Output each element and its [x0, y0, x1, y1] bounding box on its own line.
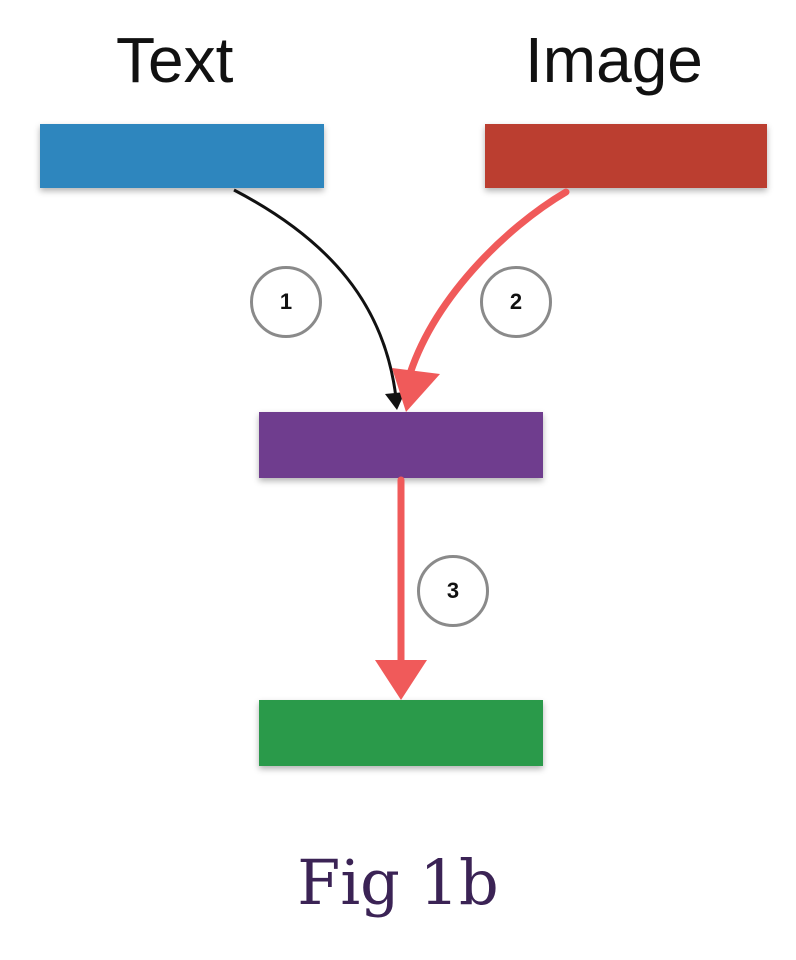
output-block [259, 700, 543, 766]
arrow-2-head [392, 368, 440, 412]
step-1-badge: 1 [250, 266, 322, 338]
figure-caption: Fig 1b [297, 846, 499, 919]
arrow-1-head [385, 392, 405, 410]
image-label: Image [525, 24, 703, 96]
image-block [485, 124, 767, 188]
step-2-badge: 2 [480, 266, 552, 338]
step-3-badge: 3 [417, 555, 489, 627]
arrow-1 [233, 188, 398, 399]
text-block [40, 124, 324, 188]
text-label: Text [116, 24, 234, 96]
arrow-2 [404, 188, 570, 384]
arrow-3-head [375, 660, 427, 700]
combined-block [259, 412, 543, 478]
